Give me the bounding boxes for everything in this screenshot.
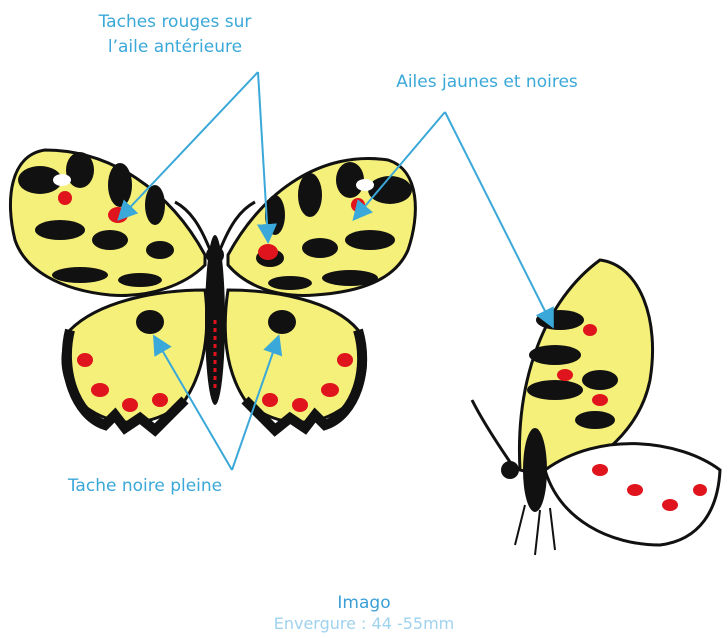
caption-block: Imago Envergure : 44 -55mm [250, 592, 478, 634]
annotation-red-spots: Taches rouges sur l’aile antérieure [75, 10, 275, 60]
butterfly-dorsal-illustration [10, 150, 415, 430]
annotation-black-spot: Tache noire pleine [45, 474, 245, 499]
annotation-red-spots-line2: l’aile antérieure [75, 35, 275, 60]
butterfly-side-illustration [472, 260, 720, 555]
pointer-red-spot-left [120, 72, 258, 218]
annotation-red-spots-line1: Taches rouges sur [75, 10, 275, 35]
pointer-wings-side [445, 112, 552, 325]
annotation-wings: Ailes jaunes et noires [372, 70, 602, 95]
caption-title: Imago [250, 592, 478, 614]
caption-wingspan: Envergure : 44 -55mm [250, 614, 478, 634]
